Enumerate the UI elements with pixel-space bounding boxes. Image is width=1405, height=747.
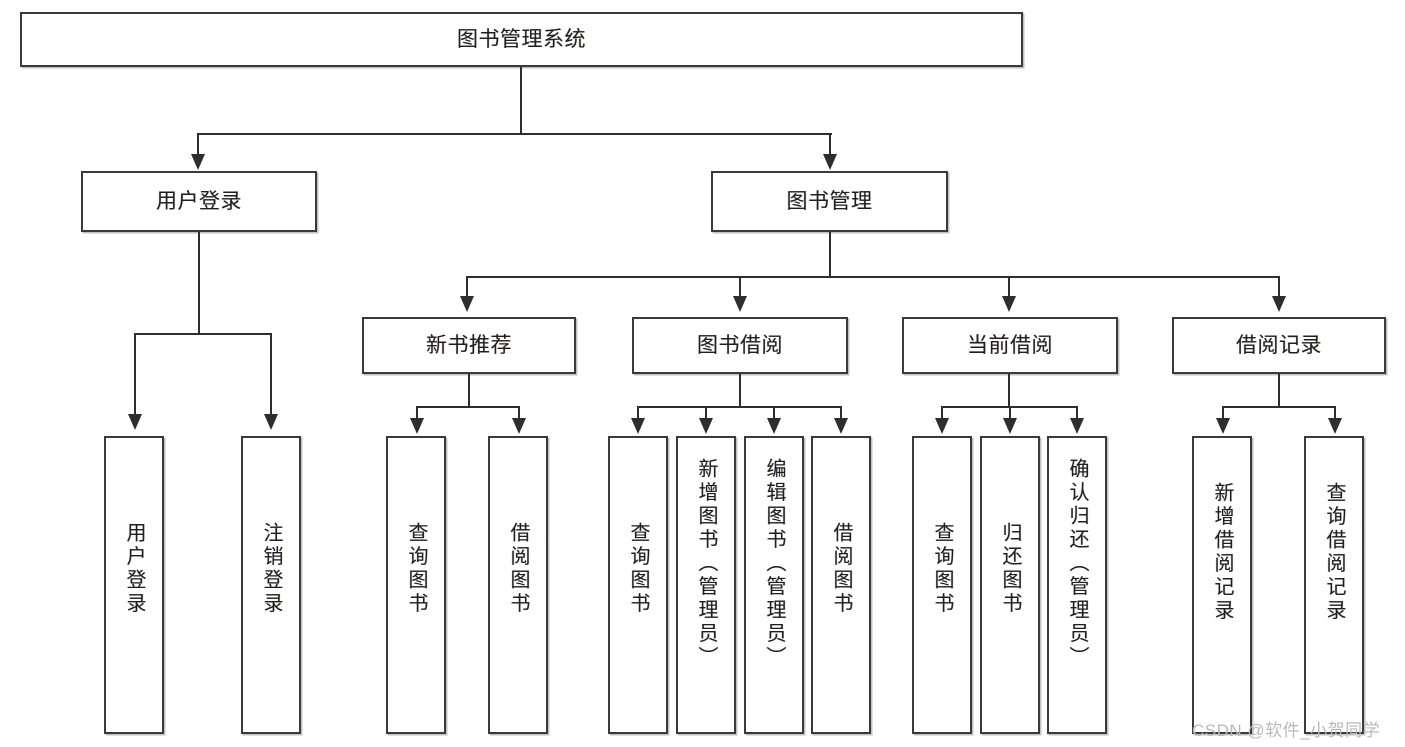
connector-root-to-book-manage — [829, 133, 832, 158]
connector-borrow-record-bus — [1222, 406, 1336, 409]
node-label: 当前借阅 — [967, 333, 1053, 357]
arrow-to-leaf-user-logout — [264, 414, 278, 430]
connector-user-login-down — [198, 232, 201, 335]
connector-to-current-borrow — [1008, 276, 1011, 300]
connector-current-borrow-down — [1008, 374, 1011, 408]
connector-to-leaf-return-book — [1009, 406, 1012, 422]
connector-to-leaf-user-logout — [270, 333, 273, 418]
node-label: 查询借阅记录 — [1323, 482, 1345, 623]
arrow-to-leaf-query-book-3 — [935, 418, 949, 434]
connector-root-bus — [197, 133, 832, 136]
node-borrow-record[interactable]: 借阅记录 — [1172, 317, 1386, 374]
arrow-to-book-borrow — [733, 296, 747, 312]
connector-to-leaf-edit-book — [773, 406, 776, 422]
node-label: 查询图书 — [405, 522, 427, 616]
leaf-confirm-return[interactable]: 确认归还（管理员） — [1047, 436, 1107, 734]
node-label: 借阅记录 — [1236, 333, 1322, 357]
node-root-book-management-system[interactable]: 图书管理系统 — [20, 12, 1023, 67]
arrow-to-current-borrow — [1002, 296, 1016, 312]
node-user-login[interactable]: 用户登录 — [81, 171, 317, 232]
node-label: 注销登录 — [260, 522, 282, 616]
node-book-borrow[interactable]: 图书借阅 — [632, 317, 848, 374]
node-book-manage[interactable]: 图书管理 — [711, 171, 948, 232]
leaf-query-book-borrow[interactable]: 查询图书 — [608, 436, 668, 734]
connector-book-manage-bus — [466, 276, 1280, 279]
arrow-to-leaf-query-book-2 — [631, 418, 645, 434]
node-current-borrow[interactable]: 当前借阅 — [902, 317, 1118, 374]
connector-new-book-recommend-down — [468, 374, 471, 408]
arrow-to-leaf-borrow-book-2 — [834, 418, 848, 434]
node-label: 借阅图书 — [830, 522, 852, 616]
node-label: 编辑图书（管理员） — [763, 458, 785, 670]
connector-new-book-recommend-bus — [416, 406, 520, 409]
leaf-return-book[interactable]: 归还图书 — [980, 436, 1040, 734]
arrow-to-borrow-record — [1272, 296, 1286, 312]
node-label: 新增借阅记录 — [1211, 482, 1233, 623]
connector-user-login-bus — [134, 333, 272, 336]
arrow-to-leaf-confirm-return — [1070, 418, 1084, 434]
node-label: 图书借阅 — [697, 333, 783, 357]
connector-borrow-record-down — [1278, 374, 1281, 408]
connector-to-leaf-add-book — [705, 406, 708, 422]
node-label: 借阅图书 — [507, 522, 529, 616]
connector-book-borrow-down — [739, 374, 742, 408]
node-label: 归还图书 — [999, 522, 1021, 616]
leaf-borrow-book-new-recommend[interactable]: 借阅图书 — [488, 436, 548, 734]
connector-to-new-book-recommend — [466, 276, 469, 300]
connector-to-leaf-query-book-3 — [941, 406, 944, 422]
leaf-query-borrow-record[interactable]: 查询借阅记录 — [1304, 436, 1364, 734]
arrow-to-leaf-add-book — [699, 418, 713, 434]
arrow-to-leaf-add-record — [1216, 418, 1230, 434]
arrow-to-leaf-query-book-1 — [410, 418, 424, 434]
connector-root-to-user-login — [197, 133, 200, 158]
connector-to-leaf-user-login — [134, 333, 137, 418]
leaf-add-borrow-record[interactable]: 新增借阅记录 — [1192, 436, 1252, 734]
connector-to-leaf-query-book-2 — [637, 406, 640, 422]
connector-to-leaf-add-record — [1222, 406, 1225, 422]
arrow-to-user-login — [191, 154, 205, 170]
node-label: 用户登录 — [123, 522, 145, 616]
leaf-query-book-new-recommend[interactable]: 查询图书 — [386, 436, 446, 734]
node-label: 确认归还（管理员） — [1066, 458, 1088, 670]
leaf-borrow-book-borrow[interactable]: 借阅图书 — [811, 436, 871, 734]
leaf-user-logout[interactable]: 注销登录 — [241, 436, 301, 734]
connector-book-manage-down — [829, 232, 832, 278]
node-label: 新书推荐 — [426, 333, 512, 357]
leaf-query-book-current[interactable]: 查询图书 — [912, 436, 972, 734]
arrow-to-leaf-edit-book — [767, 418, 781, 434]
arrow-to-leaf-borrow-book-1 — [512, 418, 526, 434]
arrow-to-new-book-recommend — [460, 296, 474, 312]
connector-to-leaf-confirm-return — [1076, 406, 1079, 422]
connector-book-borrow-bus — [637, 406, 842, 409]
leaf-add-book[interactable]: 新增图书（管理员） — [676, 436, 736, 734]
node-label: 查询图书 — [931, 522, 953, 616]
node-label: 图书管理系统 — [457, 27, 586, 51]
node-label: 用户登录 — [156, 189, 242, 213]
node-new-book-recommend[interactable]: 新书推荐 — [362, 317, 576, 374]
leaf-edit-book[interactable]: 编辑图书（管理员） — [744, 436, 804, 734]
arrow-to-leaf-query-record — [1328, 418, 1342, 434]
connector-to-book-borrow — [739, 276, 742, 300]
connector-to-leaf-query-book-1 — [416, 406, 419, 422]
connector-to-leaf-borrow-book-2 — [840, 406, 843, 422]
connector-to-leaf-borrow-book-1 — [518, 406, 521, 422]
node-label: 图书管理 — [786, 189, 873, 213]
arrow-to-book-manage — [823, 154, 837, 170]
csdn-watermark: CSDN @软件_小贺同学 — [1192, 721, 1381, 740]
arrow-to-leaf-return-book — [1003, 418, 1017, 434]
node-label: 新增图书（管理员） — [695, 458, 717, 670]
connector-to-borrow-record — [1278, 276, 1281, 300]
leaf-user-login[interactable]: 用户登录 — [104, 436, 164, 734]
connector-root-down — [520, 67, 523, 135]
arrow-to-leaf-user-login — [128, 414, 142, 430]
connector-to-leaf-query-record — [1334, 406, 1337, 422]
node-label: 查询图书 — [627, 522, 649, 616]
